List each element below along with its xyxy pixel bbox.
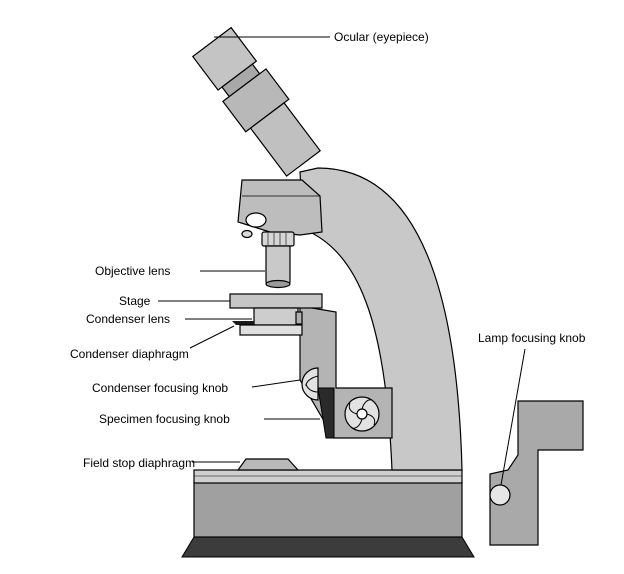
nosepiece [237,179,323,289]
lamp-focusing-knob[interactable] [489,484,511,506]
label-stage: Stage [119,294,151,308]
label-condenser-focusing-knob: Condenser focusing knob [92,381,228,395]
microscope-base [181,458,475,558]
label-lamp-focusing-knob: Lamp focusing knob [478,331,586,345]
condenser-focusing-knob[interactable] [301,367,319,401]
base-top [193,469,463,484]
condenser-diaphragm[interactable] [232,321,254,325]
base-front [193,481,463,538]
eyepiece-assembly [191,26,322,177]
label-field-stop-diaphragm: Field stop diaphragm [83,456,195,470]
label-ocular: Ocular (eyepiece) [334,30,429,44]
label-condenser-diaphragm: Condenser diaphragm [70,347,189,361]
condenser-lens [253,307,299,326]
label-specimen-focusing-knob: Specimen focusing knob [99,412,230,426]
stage[interactable] [229,293,323,309]
base-foot [181,536,475,558]
specimen-focusing-knob[interactable] [344,396,380,432]
lamp-housing [489,400,584,546]
stage-bracket [299,305,393,439]
label-condenser-lens: Condenser lens [86,312,170,326]
label-objective-lens: Objective lens [95,264,170,278]
leader-lines [158,36,526,486]
field-stop-diaphragm [236,458,300,471]
specimen-focus-rail [317,387,335,439]
microscope-arm [299,167,463,471]
part-labels: Ocular (eyepiece) Objective lens Stage C… [70,30,586,470]
stage-assembly [229,293,323,336]
